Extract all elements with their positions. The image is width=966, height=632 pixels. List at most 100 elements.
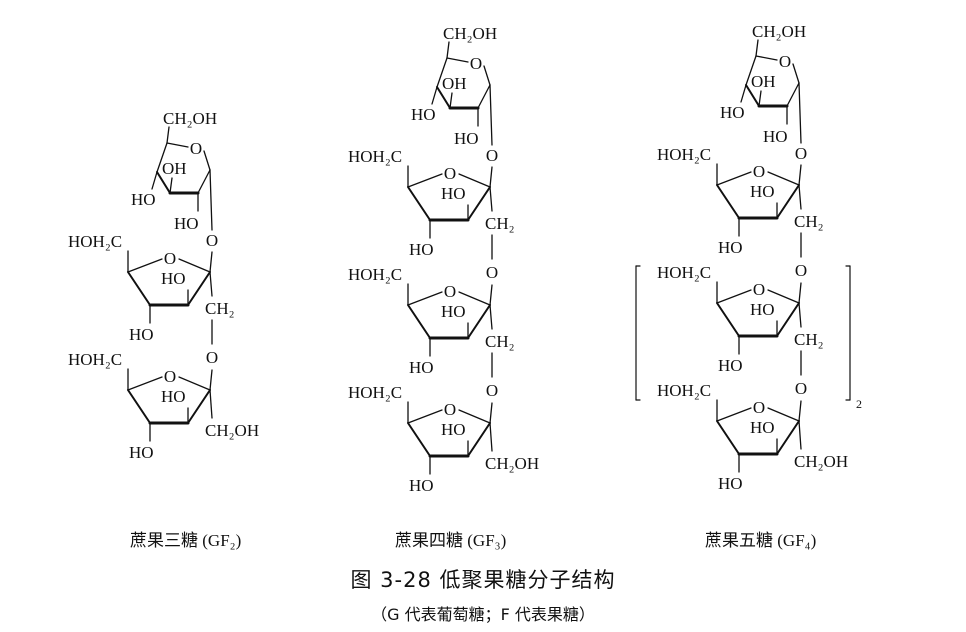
bond — [489, 284, 493, 306]
caption-gf2: 蔗果三糖 (GF₂) — [130, 531, 242, 550]
bond — [755, 39, 759, 57]
bond — [716, 289, 752, 304]
hydroxyl-label: HO — [750, 300, 775, 319]
bond — [716, 407, 752, 422]
bond — [489, 186, 493, 212]
hydroxyl-label: HO — [174, 214, 199, 233]
bond — [127, 258, 163, 273]
ring-oxygen-label: O — [470, 54, 482, 73]
ring-oxygen-label: O — [164, 367, 176, 386]
bond — [127, 271, 151, 306]
bond — [169, 177, 173, 194]
hydroxyl-label: HO — [441, 184, 466, 203]
hydroxyl-label: HO — [409, 358, 434, 377]
ring-oxygen-label: O — [753, 398, 765, 417]
bond — [151, 171, 158, 190]
bond — [407, 173, 443, 188]
hoh2c-label: HOH₂C — [348, 147, 402, 166]
ring-oxygen-label: O — [444, 282, 456, 301]
bond — [798, 302, 802, 328]
bond — [458, 291, 491, 306]
hydroxyl-label: HO — [718, 356, 743, 375]
hoh2c-label: HOH₂C — [68, 350, 122, 369]
bond — [467, 422, 491, 457]
bond — [798, 282, 802, 304]
ring-oxygen-label: O — [444, 164, 456, 183]
glycosidic-oxygen-label: O — [486, 263, 498, 282]
bond — [407, 304, 431, 339]
glycosidic-oxygen-label: O — [795, 261, 807, 280]
bond — [209, 369, 213, 391]
ring-oxygen-label: O — [444, 400, 456, 419]
bond — [776, 302, 800, 337]
hydroxyl-label: HO — [131, 190, 156, 209]
bond — [178, 258, 211, 273]
bond — [745, 55, 757, 86]
bond — [407, 422, 431, 457]
bond — [446, 57, 469, 63]
bond — [776, 184, 800, 219]
glycosidic-oxygen-label: O — [486, 146, 498, 165]
hydroxyl-label: HO — [129, 325, 154, 344]
caption-gf4: 蔗果五糖 (GF₄) — [705, 531, 817, 550]
hydroxyl-label: HO — [441, 302, 466, 321]
bond — [489, 84, 493, 146]
bond — [407, 291, 443, 306]
ch2oh-label: CH₂OH — [485, 454, 539, 473]
bond — [187, 389, 211, 424]
ch2oh-label: CH₂OH — [205, 421, 259, 440]
hydroxyl-label: HO — [763, 127, 788, 146]
bond — [786, 82, 800, 107]
figure-title: 图 3-28 低聚果糖分子结构 — [350, 568, 616, 592]
bond — [209, 271, 213, 297]
bond — [166, 126, 170, 144]
ch2oh-label: CH₂OH — [163, 109, 217, 128]
bond — [716, 302, 740, 337]
caption-gf3: 蔗果四糖 (GF₃) — [395, 531, 507, 550]
ch2oh-label: CH₂OH — [443, 24, 497, 43]
bond — [489, 422, 493, 452]
bond — [477, 84, 491, 109]
bond — [209, 251, 213, 273]
molecule-fructofuranosylnystose-gf4: CH₂OHOOHHOHOOHOH₂COHOHOCH₂OHOH₂COHOHOCH₂… — [635, 22, 862, 493]
hydroxyl-label: HO — [161, 387, 186, 406]
ch2oh-label: CH₂OH — [794, 452, 848, 471]
bond — [716, 420, 740, 455]
ch2-label: CH₂ — [794, 212, 824, 231]
bond — [758, 90, 762, 107]
bond — [489, 402, 493, 424]
hydroxyl-label: OH — [442, 74, 467, 93]
bond — [767, 289, 800, 304]
bond — [449, 92, 453, 109]
bond — [792, 63, 800, 84]
bond — [458, 409, 491, 424]
bond — [156, 171, 171, 194]
bond — [755, 55, 778, 61]
bond — [436, 57, 448, 88]
hydroxyl-label: HO — [409, 476, 434, 495]
hydroxyl-label: HO — [441, 420, 466, 439]
ring-oxygen-label: O — [164, 249, 176, 268]
ring-oxygen-label: O — [779, 52, 791, 71]
hydroxyl-label: HO — [411, 105, 436, 124]
repeat-count-subscript: 2 — [856, 397, 862, 411]
repeat-bracket: 2 — [635, 265, 862, 411]
bond — [446, 41, 450, 59]
bond — [203, 150, 211, 171]
bond — [798, 184, 802, 210]
bond — [187, 271, 211, 306]
bond — [407, 409, 443, 424]
bond — [798, 164, 802, 186]
bond — [209, 169, 213, 231]
glycosidic-oxygen-label: O — [795, 144, 807, 163]
hoh2c-label: HOH₂C — [657, 381, 711, 400]
bond — [716, 184, 740, 219]
